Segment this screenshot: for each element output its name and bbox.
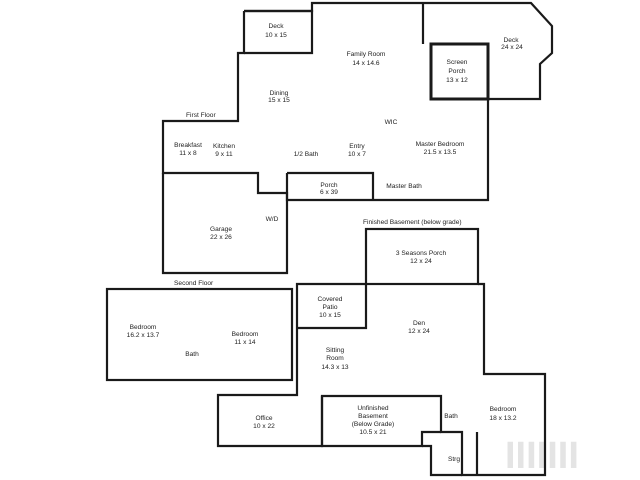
screen-porch-dim: 13 x 12 xyxy=(446,77,468,84)
bedroom-b-name: Bedroom xyxy=(232,331,259,338)
bedroom-b-dim: 11 x 14 xyxy=(234,339,255,346)
office-name: Office xyxy=(255,415,272,422)
dining-dim: 15 x 15 xyxy=(268,97,290,104)
kitchen-name: Kitchen xyxy=(213,143,235,150)
breakfast-name: Breakfast xyxy=(174,142,202,149)
deck-small-name: Deck xyxy=(268,23,284,30)
wd-label: W/D xyxy=(266,216,279,223)
wic-label: WIC xyxy=(385,119,398,126)
unfinished-name2: Basement xyxy=(358,413,388,420)
covered-patio-dim: 10 x 15 xyxy=(319,312,341,319)
den-name: Den xyxy=(413,320,425,327)
strg-label: Strg xyxy=(448,456,460,463)
basement-label: Finished Basement (below grade) xyxy=(363,219,462,226)
family-room-dim: 14 x 14.6 xyxy=(352,60,379,67)
porch-name: Porch xyxy=(320,182,338,189)
covered-patio-name2: Patio xyxy=(322,304,337,311)
covered-patio-name: Covered xyxy=(318,296,343,303)
deck-large-dim: 24 x 24 xyxy=(501,44,523,51)
deck-small-dim: 10 x 15 xyxy=(265,32,287,39)
entry-dim: 10 x 7 xyxy=(348,151,366,158)
first-floor-label: First Floor xyxy=(186,112,216,119)
breakfast-dim: 11 x 8 xyxy=(179,150,197,157)
kitchen-dim: 9 x 11 xyxy=(215,151,233,158)
garage-dim: 22 x 26 xyxy=(210,234,232,241)
half-bath-label: 1/2 Bath xyxy=(294,151,319,158)
watermark: IIIIIII xyxy=(505,435,579,477)
unfinished-name3: (Below Grade) xyxy=(352,421,395,428)
second-floor-label: Second Floor xyxy=(174,280,214,287)
second-floor-walls xyxy=(105,287,294,382)
entry-name: Entry xyxy=(349,143,365,150)
dining-name: Dining xyxy=(270,90,289,97)
unfinished-name: Unfinished xyxy=(357,405,388,412)
basement-walls xyxy=(216,227,547,477)
master-bedroom-dim: 21.5 x 13.5 xyxy=(424,149,457,156)
sitting-room-name2: Room xyxy=(326,355,344,362)
bedroom-basement-name: Bedroom xyxy=(490,406,517,413)
unfinished-dim: 10.5 x 21 xyxy=(359,429,386,436)
porch-dim: 6 x 39 xyxy=(320,189,338,196)
sitting-room-dim: 14.3 x 13 xyxy=(321,364,348,371)
master-bath-label: Master Bath xyxy=(386,183,422,190)
bedroom-basement-dim: 18 x 13.2 xyxy=(489,415,516,422)
bath-second-label: Bath xyxy=(185,351,199,358)
bedroom-a-dim: 16.2 x 13.7 xyxy=(127,332,160,339)
bedroom-a-name: Bedroom xyxy=(130,324,157,331)
screen-porch-name2: Porch xyxy=(448,68,466,75)
deck-large-name: Deck xyxy=(503,37,519,44)
family-room-name: Family Room xyxy=(347,51,386,58)
garage-name: Garage xyxy=(210,226,232,233)
screen-porch-name: Screen xyxy=(447,59,468,66)
bath-basement-label: Bath xyxy=(444,413,458,420)
three-season-name: 3 Seasons Porch xyxy=(396,250,447,257)
den-dim: 12 x 24 xyxy=(408,328,430,335)
three-season-dim: 12 x 24 xyxy=(410,258,432,265)
sitting-room-name: Sitting xyxy=(326,347,345,354)
first-floor-walls xyxy=(161,1,554,275)
office-dim: 10 x 22 xyxy=(253,423,275,430)
master-bedroom-name: Master Bedroom xyxy=(416,141,465,148)
